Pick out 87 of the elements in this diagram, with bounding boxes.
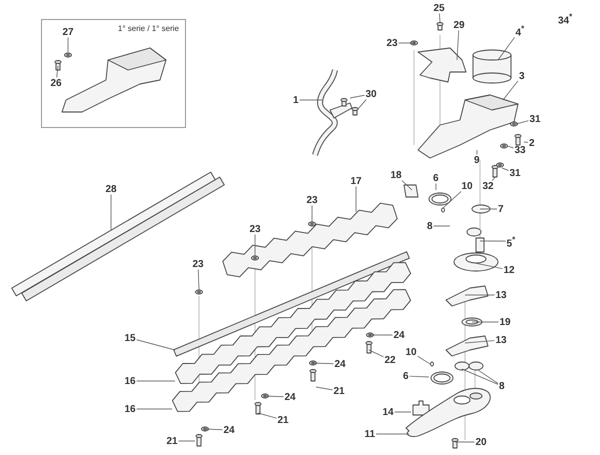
leader-line [409, 376, 430, 378]
leader-line [442, 191, 462, 208]
leader-line [417, 356, 430, 364]
callout-number: 21 [276, 414, 290, 426]
callout-number: 28 [104, 184, 118, 194]
callout-number: 21 [332, 386, 346, 396]
callout-number: 33 [514, 144, 527, 156]
callout-number: 26 [50, 78, 63, 88]
callout-number: 10 [460, 180, 474, 192]
leader-line [136, 339, 176, 350]
callout-number: 34$^{*}$ [557, 10, 574, 26]
callout-number: 24 [334, 358, 347, 370]
callout-number: 15 [124, 332, 137, 344]
callout-number: 2 [528, 138, 536, 148]
leader-line [439, 13, 440, 22]
callout-number: 18 [390, 170, 403, 180]
leader-line [198, 269, 200, 290]
leader-line [56, 66, 58, 78]
callout-number: 6 [432, 172, 440, 184]
leader-line [498, 37, 515, 60]
callout-number: 31 [508, 168, 522, 178]
callout-number: 22 [384, 354, 397, 366]
leader-line [462, 368, 498, 385]
callout-number: 3 [518, 70, 526, 82]
leader-line [524, 142, 528, 143]
leader-line [258, 412, 277, 419]
callout-number: 14 [382, 406, 395, 418]
leader-line [464, 340, 495, 344]
callout-number: 9 [473, 154, 481, 166]
callout-number: 24 [284, 392, 297, 402]
leader-line [478, 370, 498, 384]
callout-number: 5$^{*}$ [506, 234, 516, 249]
callout-number: 32 [482, 180, 495, 192]
callout-number: 23 [248, 224, 262, 234]
callout-number: 8 [426, 220, 434, 232]
callout-number: 13 [494, 334, 508, 346]
inset-frame [41, 19, 186, 128]
leader-line [492, 176, 496, 181]
callout-number: 23 [386, 38, 399, 48]
leader-line [110, 194, 112, 230]
leader-line [476, 150, 478, 155]
callout-number: 8 [498, 380, 506, 392]
leader-line [312, 362, 334, 364]
leader-line [516, 120, 529, 124]
callout-number: 16 [124, 376, 137, 386]
leader-line [398, 42, 416, 44]
callout-number: 24 [222, 424, 236, 436]
leader-line [480, 240, 506, 242]
callout-number: 16 [124, 404, 137, 414]
leader-line [402, 180, 412, 190]
callout-number: 25 [432, 2, 446, 14]
callout-number: 1 [292, 94, 300, 106]
callout-number: 13 [494, 290, 508, 300]
leader-line [456, 30, 460, 60]
inset-heading: 1° serie / 1° serie [118, 24, 179, 33]
leader-line [136, 380, 176, 382]
leader-line [264, 396, 284, 398]
callout-number: 6 [402, 370, 410, 382]
callout-number: 11 [364, 428, 376, 440]
callout-number: 29 [452, 20, 466, 30]
leader-line [368, 350, 384, 358]
callout-number: 30 [364, 88, 378, 100]
callout-number: 4$^{*}$ [514, 22, 526, 38]
leader-line [254, 234, 256, 256]
callout-number: 20 [474, 436, 488, 448]
leader-line [506, 146, 514, 148]
callout-number: 10 [404, 346, 418, 358]
callout-number: 17 [350, 176, 363, 186]
callout-number: 7 [497, 204, 505, 214]
callout-number: 24 [392, 330, 406, 340]
leader-line [204, 428, 223, 430]
leader-line [178, 440, 196, 442]
leader-line [136, 408, 172, 410]
callout-number: 21 [166, 436, 179, 446]
callout-number: 27 [62, 26, 75, 38]
leader-line [316, 386, 333, 390]
callout-number: 23 [192, 258, 205, 270]
leader-line [358, 99, 367, 110]
leader-line [350, 94, 365, 98]
callout-number: 31 [528, 114, 542, 124]
callout-number: 12 [502, 264, 516, 276]
leader-line [370, 334, 393, 336]
callout-number: 19 [498, 316, 512, 328]
leader-line [480, 208, 498, 210]
callout-number: 23 [306, 194, 319, 206]
leader-line [502, 80, 518, 100]
leader-line [502, 168, 509, 171]
